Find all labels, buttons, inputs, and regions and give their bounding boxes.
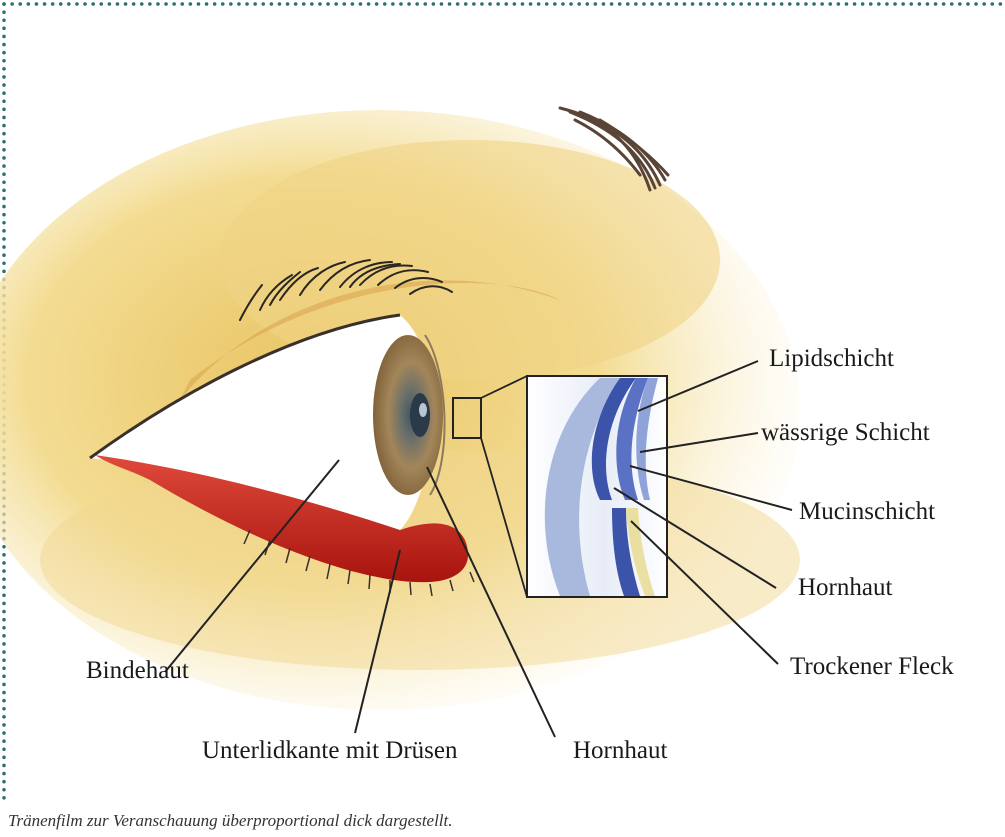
label-cornea: Hornhaut (573, 738, 667, 763)
label-aqueous-layer: wässrige Schicht (761, 420, 930, 445)
label-lid-margin: Unterlidkante mit Drüsen (202, 738, 458, 763)
tear-film-inset (527, 376, 667, 597)
label-mucin-layer: Mucinschicht (799, 499, 935, 524)
label-lipid-layer: Lipidschicht (769, 346, 894, 371)
label-cornea-inset: Hornhaut (798, 575, 892, 600)
label-dry-spot: Trockener Fleck (790, 654, 954, 679)
caption: Tränenfilm zur Veranschauung überproport… (8, 811, 453, 831)
label-conjunctiva: Bindehaut (86, 658, 189, 683)
